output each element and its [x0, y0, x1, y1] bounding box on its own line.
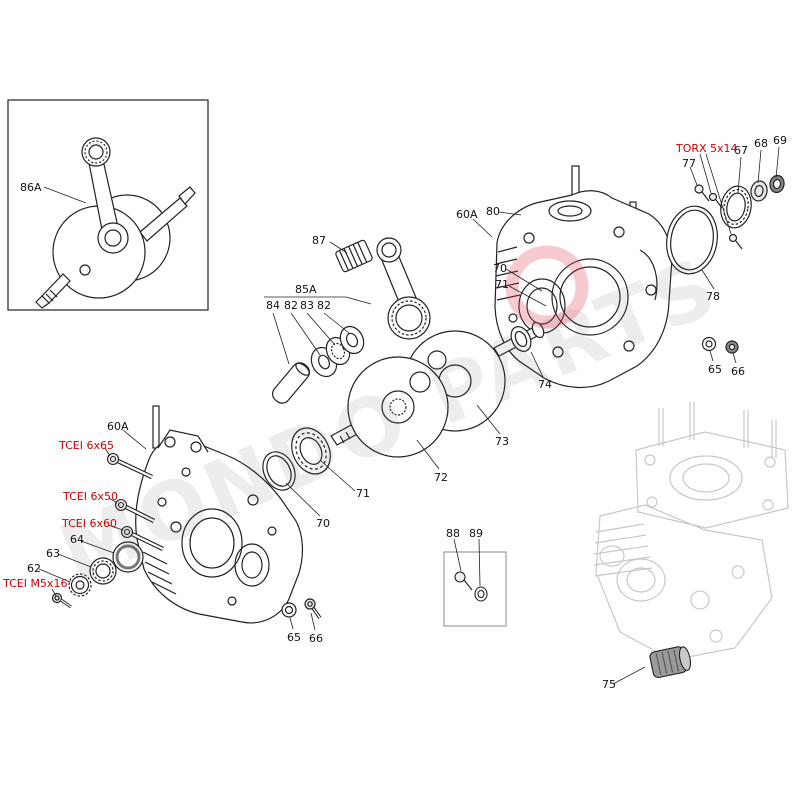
leader-lines — [38, 146, 780, 685]
crank-pin-84 — [271, 362, 311, 404]
inset-crankshaft — [35, 137, 196, 309]
gasket-78 — [666, 205, 718, 275]
watermark-ring — [505, 245, 589, 329]
ring-70 — [262, 451, 296, 491]
washer-82-b — [339, 325, 365, 355]
screw-tcei-6x50 — [114, 498, 156, 524]
bearing-71 — [291, 427, 331, 475]
gear-62 — [68, 573, 92, 597]
ghost-cylinder-assembly — [593, 402, 789, 661]
crankshaft-assembly — [262, 237, 545, 491]
detail-box — [443, 551, 507, 627]
washer-65-bottom — [281, 602, 297, 618]
nut-69 — [769, 174, 785, 194]
left-gear-parts — [51, 541, 144, 609]
tcei-screws — [106, 452, 164, 552]
screw-66-bottom — [304, 598, 322, 620]
torx-screw-2 — [728, 233, 743, 250]
connecting-rod — [376, 237, 431, 340]
inset-box — [7, 99, 209, 311]
torx-screw-1 — [708, 192, 723, 209]
screw-m5x16 — [51, 592, 72, 609]
washer-68 — [750, 180, 768, 202]
bearing-63 — [89, 557, 117, 585]
left-crankcase-half — [135, 405, 303, 624]
washer-65-right — [701, 336, 717, 352]
plug-75 — [649, 646, 692, 679]
crank-web-72 — [347, 356, 449, 458]
bottom-fasteners — [281, 598, 322, 620]
splined-bushing-87 — [335, 239, 373, 273]
right-seal-parts — [666, 174, 785, 354]
nut-66-right — [725, 340, 739, 354]
right-crankcase-half — [494, 165, 673, 389]
seal-64 — [112, 541, 144, 573]
bearing-67 — [720, 185, 752, 229]
screw-tcei-6x60 — [120, 525, 164, 552]
screw-77 — [694, 184, 710, 202]
screw-tcei-6x65 — [106, 452, 153, 480]
